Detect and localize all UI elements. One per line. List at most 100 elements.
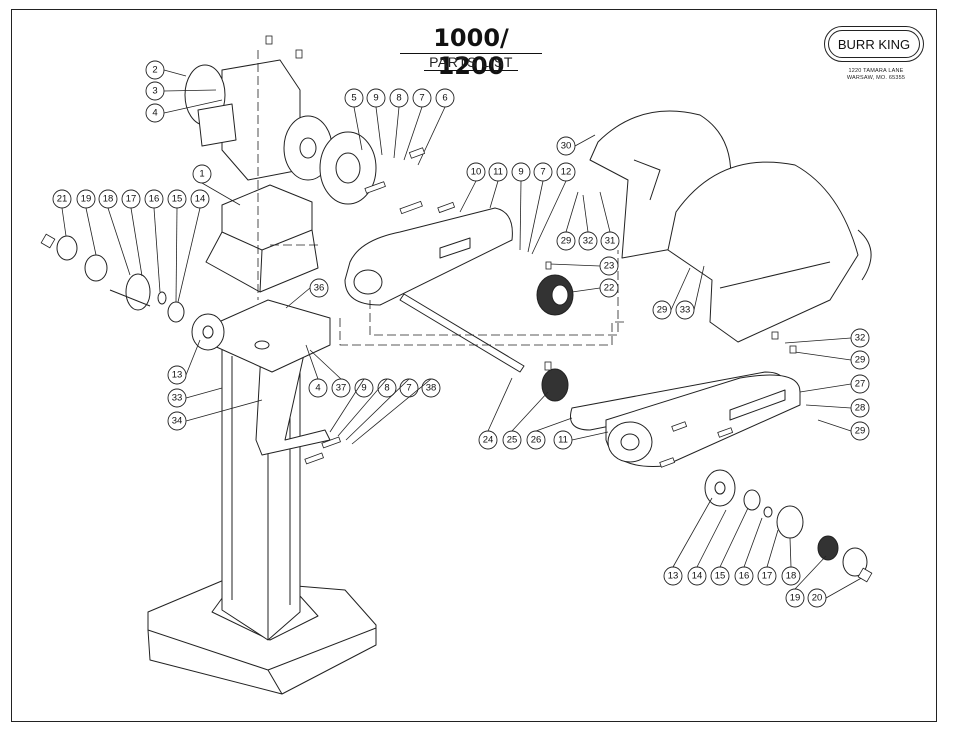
svg-text:2: 2 — [152, 65, 157, 76]
callout-18b: 18 — [781, 566, 801, 586]
svg-text:7: 7 — [419, 93, 424, 104]
svg-text:37: 37 — [336, 383, 347, 394]
callout-8: 8 — [389, 88, 409, 108]
svg-text:28: 28 — [855, 403, 866, 414]
callout-26: 26 — [526, 430, 546, 450]
svg-text:19: 19 — [790, 593, 801, 604]
brand-address-line1: 1220 TAMARA LANE — [848, 68, 904, 74]
svg-text:29: 29 — [855, 355, 866, 366]
svg-text:4: 4 — [152, 108, 157, 119]
callout-15b: 15 — [710, 566, 730, 586]
callout-7b: 7 — [533, 162, 553, 182]
callout-21: 21 — [52, 189, 72, 209]
svg-text:9: 9 — [373, 93, 378, 104]
callout-9c: 9 — [354, 378, 374, 398]
svg-text:31: 31 — [605, 236, 616, 247]
svg-text:32: 32 — [855, 333, 866, 344]
svg-text:22: 22 — [604, 283, 615, 294]
callout-11: 11 — [488, 162, 508, 182]
wheel-guard-front — [667, 161, 872, 343]
callout-15: 15 — [167, 189, 187, 209]
callout-32a: 32 — [578, 231, 598, 251]
svg-text:16: 16 — [149, 194, 160, 205]
svg-text:3: 3 — [152, 86, 157, 97]
svg-text:34: 34 — [172, 416, 183, 427]
svg-text:23: 23 — [604, 261, 615, 272]
callout-19b: 19 — [785, 588, 805, 608]
svg-text:17: 17 — [126, 194, 137, 205]
belt-arm-lower — [605, 374, 801, 467]
callout-10: 10 — [466, 162, 486, 182]
svg-text:16: 16 — [739, 571, 750, 582]
svg-text:33: 33 — [680, 305, 691, 316]
svg-text:26: 26 — [531, 435, 542, 446]
svg-text:27: 27 — [855, 379, 866, 390]
svg-text:29: 29 — [855, 426, 866, 437]
callout-34: 34 — [167, 411, 187, 431]
callout-17: 17 — [121, 189, 141, 209]
right-arbor-group — [704, 469, 868, 577]
svg-text:29: 29 — [561, 236, 572, 247]
svg-text:14: 14 — [692, 571, 703, 582]
callout-5: 5 — [344, 88, 364, 108]
callout-28: 28 — [850, 398, 870, 418]
svg-text:21: 21 — [57, 194, 68, 205]
callout-29c: 29 — [850, 350, 870, 370]
fasteners — [40, 35, 873, 583]
callout-33b: 33 — [167, 388, 187, 408]
alignment-lines — [257, 50, 625, 346]
left-arbor-group — [56, 235, 225, 351]
brand-address-line2: WARSAW, MO. 65355 — [846, 75, 906, 81]
subtitle-underline — [424, 70, 518, 71]
svg-text:29: 29 — [657, 305, 668, 316]
svg-text:10: 10 — [471, 167, 482, 178]
svg-text:17: 17 — [762, 571, 773, 582]
drawing-title: 1000/ 1200 — [433, 24, 509, 80]
callout-4: 4 — [145, 103, 165, 123]
motor-mount-box — [205, 184, 319, 293]
svg-text:18: 18 — [786, 571, 797, 582]
svg-text:38: 38 — [426, 383, 437, 394]
callout-9b: 9 — [511, 162, 531, 182]
svg-text:9: 9 — [361, 383, 366, 394]
callout-29a: 29 — [556, 231, 576, 251]
svg-text:13: 13 — [668, 571, 679, 582]
svg-text:24: 24 — [483, 435, 494, 446]
title-underline — [400, 53, 542, 54]
callout-22: 22 — [599, 278, 619, 298]
motor — [184, 59, 333, 181]
callout-16b: 16 — [734, 566, 754, 586]
callout-36: 36 — [309, 278, 329, 298]
svg-text:11: 11 — [558, 435, 568, 446]
callout-12: 12 — [556, 162, 576, 182]
drawing-frame — [11, 9, 937, 722]
callout-14b: 14 — [687, 566, 707, 586]
drive-shaft — [399, 293, 525, 373]
svg-text:14: 14 — [195, 194, 206, 205]
svg-text:9: 9 — [518, 167, 523, 178]
svg-text:11: 11 — [493, 167, 503, 178]
belt-arm-upper — [344, 207, 513, 306]
svg-text:13: 13 — [172, 370, 183, 381]
callout-25: 25 — [502, 430, 522, 450]
callout-29d: 29 — [850, 421, 870, 441]
callout-16: 16 — [144, 189, 164, 209]
svg-text:32: 32 — [583, 236, 594, 247]
callout-17b: 17 — [757, 566, 777, 586]
svg-text:4: 4 — [315, 383, 320, 394]
callout-18: 18 — [98, 189, 118, 209]
callout-11b: 11 — [553, 430, 573, 450]
contact-wheel — [541, 368, 569, 402]
callout-3: 3 — [145, 81, 165, 101]
callout-24: 24 — [478, 430, 498, 450]
svg-text:36: 36 — [314, 283, 325, 294]
callout-9: 9 — [366, 88, 386, 108]
callout-27: 27 — [850, 374, 870, 394]
svg-text:6: 6 — [442, 93, 447, 104]
drawing-subtitle: PARTS LIST — [429, 54, 513, 70]
svg-text:5: 5 — [351, 93, 356, 104]
callout-31: 31 — [600, 231, 620, 251]
svg-text:20: 20 — [812, 593, 823, 604]
callout-23: 23 — [599, 256, 619, 276]
